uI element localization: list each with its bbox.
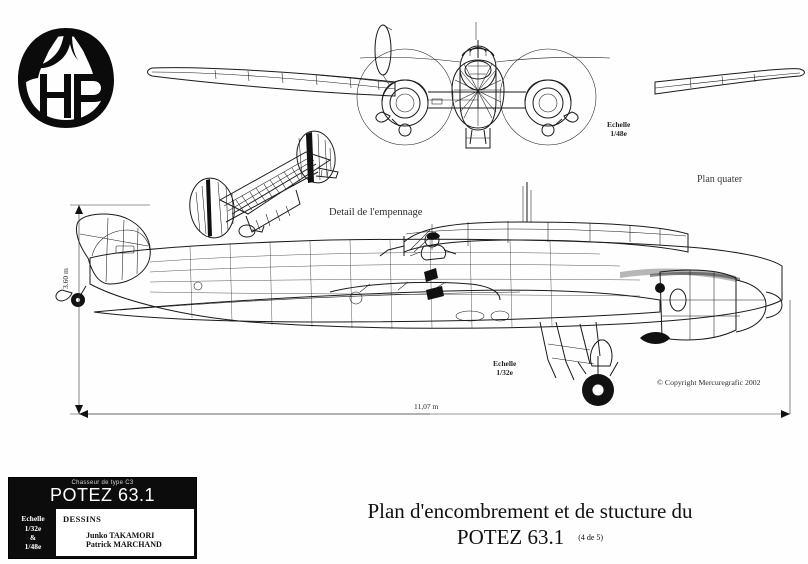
title-block-header: Chasseur de type C3 POTEZ 63.1 [9,478,196,508]
caption-subject: POTEZ 63.1 [456,525,565,550]
hp-logo [12,20,120,132]
hp-logo-icon [18,28,114,128]
title-block: Chasseur de type C3 POTEZ 63.1 Echelle 1… [8,477,197,559]
scale-line-2: 1/32e [24,523,42,533]
scale-line-2: 1/48e [610,128,627,138]
tail-detail-group [189,130,339,239]
drawings-label: DESSINS [63,514,102,524]
sheet-caption: Plan d'encombrement et de stucture du PO… [262,498,798,551]
scale-line-4: 1/48e [24,542,42,552]
title-block-title: POTEZ 63.1 [49,485,156,505]
aircraft-drawings: .ln { fill:none; stroke:#1b1b1b; stroke-… [55,22,805,418]
plan-quater-label: Plan quater [697,174,743,185]
dimension-lines [70,204,791,418]
author-name: Junko TAKAMORI [86,531,155,540]
caption-line-1: Plan d'encombrement et de stucture du [367,499,693,523]
scale-line-1: Echelle [493,359,517,368]
title-block-body: DESSINS Junko TAKAMORI Patrick MARCHAND [56,509,194,556]
scale-line-1: Echelle [21,514,45,524]
scale-line-1: Echelle [607,120,631,129]
scale-line-2: 1/32e [496,367,513,377]
tail-detail-caption: Detail de l'empennage [329,207,423,218]
caption-line-2: POTEZ 63.1 (4 de 5) [262,524,798,550]
title-block-scale: Echelle 1/32e & 1/48e [11,510,55,556]
title-block-subtitle: Chasseur de type C3 [71,480,134,486]
author-name: Patrick MARCHAND [86,540,162,549]
scale-line-3: & [29,533,37,542]
copyright-notice: © Copyright Mercuregrafic 2002 [657,378,761,387]
length-dimension-label: 11,07 m [414,402,439,411]
height-dimension-label: 3.60 m [61,268,70,289]
caption-page-number: (4 de 5) [578,533,604,543]
front-view-group [147,22,805,149]
